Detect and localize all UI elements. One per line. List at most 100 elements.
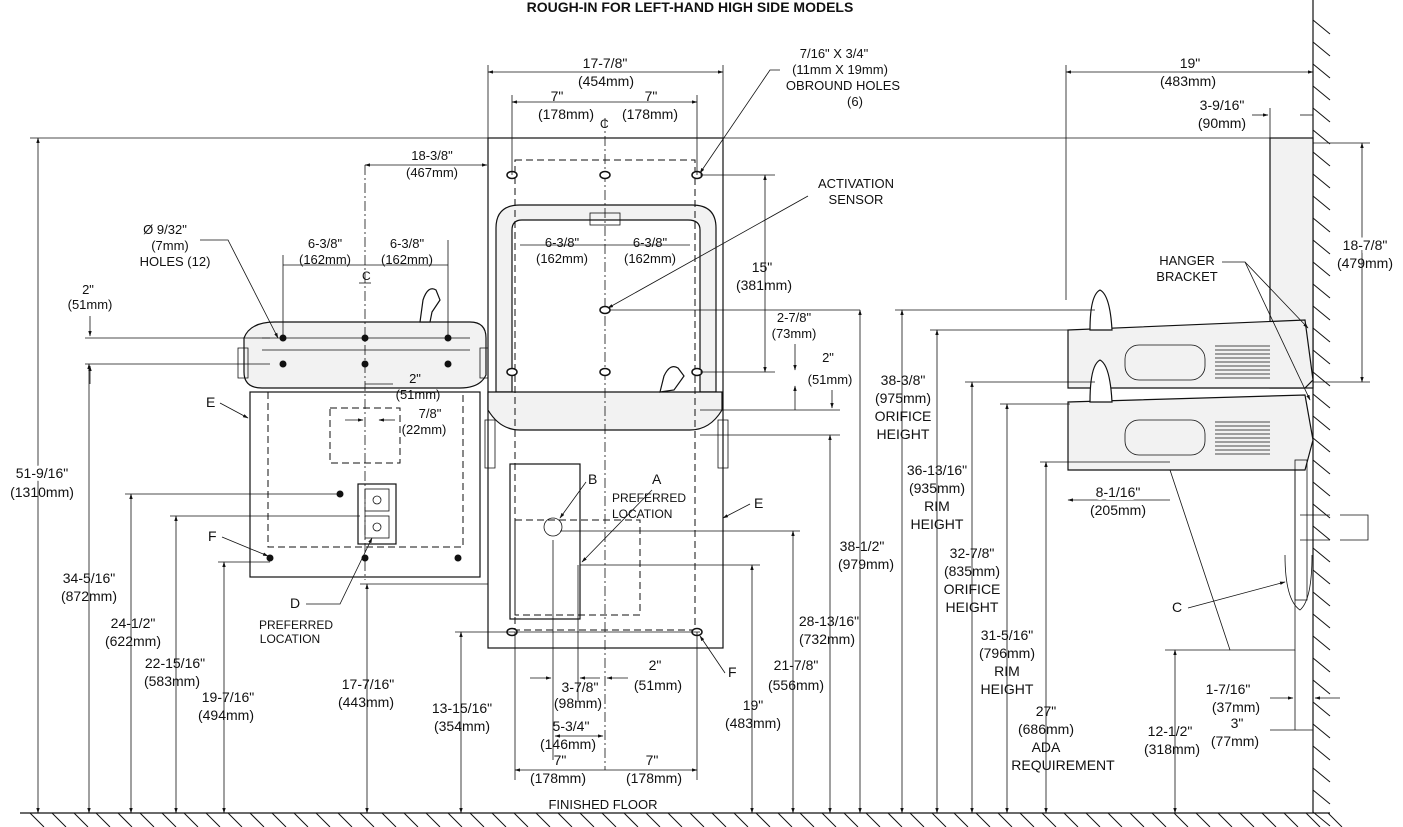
electrical-outlet	[357, 483, 397, 545]
floor-hatch-line	[711, 812, 727, 827]
svg-text:6-3/8": 6-3/8"	[633, 235, 668, 250]
svg-text:E: E	[206, 394, 215, 410]
svg-text:(162mm): (162mm)	[381, 252, 433, 267]
floor-hatch-line	[425, 812, 441, 827]
wall-hatch-line	[1312, 635, 1331, 651]
floor-hatch-line	[183, 812, 199, 827]
svg-text:7": 7"	[645, 88, 658, 104]
svg-text:12-1/2": 12-1/2"	[1148, 723, 1193, 739]
svg-text:17-7/16": 17-7/16"	[342, 676, 394, 692]
floor-hatch-line	[469, 812, 485, 827]
svg-text:38-3/8": 38-3/8"	[881, 372, 926, 388]
svg-text:(556mm): (556mm)	[768, 677, 824, 693]
svg-text:2-7/8": 2-7/8"	[777, 310, 812, 325]
svg-text:REQUIREMENT: REQUIREMENT	[1011, 757, 1115, 773]
svg-text:18-3/8": 18-3/8"	[411, 148, 453, 163]
front-view-right: C 17-7/8" 17-7/8" (454mm) 7" (178mm) 7" …	[432, 46, 900, 814]
floor-hatch-line	[293, 812, 309, 827]
wall-hatch-line	[1312, 195, 1331, 211]
svg-text:(443mm): (443mm)	[338, 694, 394, 710]
floor-hatch-line	[579, 812, 595, 827]
floor-hatch-line	[975, 812, 991, 827]
svg-text:PREFERRED: PREFERRED	[612, 491, 686, 505]
svg-text:(483mm): (483mm)	[1160, 73, 1216, 89]
svg-text:5-3/4": 5-3/4"	[553, 718, 590, 734]
floor-hatch-line	[601, 812, 617, 827]
side-view: 19" 19" (483mm) 3-9/16" (90mm) 18-7/8" 1…	[875, 52, 1393, 814]
wall-hatch-line	[1312, 41, 1331, 57]
svg-text:(454mm): (454mm)	[578, 73, 634, 89]
svg-text:(6): (6)	[847, 94, 863, 109]
floor-hatch-line	[1085, 812, 1101, 827]
svg-text:(77mm): (77mm)	[1211, 733, 1259, 749]
wall-hatch-line	[1312, 415, 1331, 431]
floor-hatch-line	[1261, 812, 1277, 827]
svg-text:17-7/8": 17-7/8"	[583, 55, 628, 71]
wall-hatch-line	[1312, 151, 1331, 167]
svg-text:18-7/8": 18-7/8"	[1343, 237, 1388, 253]
floor-hatch-line	[1129, 812, 1145, 827]
svg-text:(979mm): (979mm)	[838, 556, 894, 572]
floor-hatch-line	[1107, 812, 1123, 827]
floor-hatch-line	[1041, 812, 1057, 827]
wall-hatch-line	[1312, 437, 1331, 453]
svg-text:HEIGHT: HEIGHT	[981, 681, 1034, 697]
wall-hatch-line	[1312, 371, 1331, 387]
svg-text:(73mm): (73mm)	[772, 326, 817, 341]
floor-hatch-line	[1283, 812, 1299, 827]
svg-text:C: C	[362, 269, 371, 283]
wall-hatch-line	[1312, 789, 1331, 805]
svg-text:ACTIVATION: ACTIVATION	[818, 176, 894, 191]
wall-hatch-line	[1312, 393, 1331, 409]
floor-hatch-line	[997, 812, 1013, 827]
svg-text:24-1/2": 24-1/2"	[111, 615, 156, 631]
svg-text:6-3/8": 6-3/8"	[390, 236, 425, 251]
svg-text:19": 19"	[1180, 55, 1201, 71]
svg-text:(162mm): (162mm)	[299, 252, 351, 267]
svg-text:(51mm): (51mm)	[808, 372, 853, 387]
wall-hatch-line	[1312, 547, 1331, 563]
svg-text:31-5/16": 31-5/16"	[981, 627, 1033, 643]
wall-hatch-line	[1312, 481, 1331, 497]
svg-text:19-7/16": 19-7/16"	[202, 689, 254, 705]
svg-text:(975mm): (975mm)	[875, 390, 931, 406]
wall-hatch-line	[1312, 569, 1331, 585]
floor-hatch-line	[513, 812, 529, 827]
svg-text:ORIFICE: ORIFICE	[944, 581, 1001, 597]
svg-text:22-15/16": 22-15/16"	[145, 655, 205, 671]
floor-hatch-line	[667, 812, 683, 827]
mounting-hole	[454, 554, 462, 562]
floor-hatch-line	[315, 812, 331, 827]
svg-text:51-9/16": 51-9/16"	[16, 465, 68, 481]
floor-hatch-line	[249, 812, 265, 827]
svg-text:8-1/16": 8-1/16"	[1096, 484, 1141, 500]
svg-text:38-1/2": 38-1/2"	[840, 538, 885, 554]
floor-hatch-line	[381, 812, 397, 827]
wall-hatch-line	[1312, 679, 1331, 695]
svg-text:(732mm): (732mm)	[799, 631, 855, 647]
svg-text:HEIGHT: HEIGHT	[946, 599, 999, 615]
svg-text:6-3/8": 6-3/8"	[545, 235, 580, 250]
floor-hatch-line	[161, 812, 177, 827]
floor-hatch-line	[535, 812, 551, 827]
floor-hatch-line	[205, 812, 221, 827]
wall-hatch-line	[1312, 745, 1331, 761]
svg-text:RIM: RIM	[924, 498, 950, 514]
svg-text:F: F	[728, 664, 737, 680]
floor-hatch-line	[117, 812, 133, 827]
wall-hatch-line	[1312, 591, 1331, 607]
left-bubbler	[419, 288, 441, 323]
wall-hatch-line	[1312, 85, 1331, 101]
svg-text:(494mm): (494mm)	[198, 707, 254, 723]
svg-text:(178mm): (178mm)	[538, 106, 594, 122]
svg-text:(162mm): (162mm)	[536, 251, 588, 266]
svg-text:28-13/16": 28-13/16"	[799, 613, 859, 629]
svg-text:A: A	[652, 471, 662, 487]
svg-text:(51mm): (51mm)	[634, 677, 682, 693]
floor-hatch-line	[733, 812, 749, 827]
floor-hatch-line	[1239, 812, 1255, 827]
floor-hatch-line	[271, 812, 287, 827]
drawing-title: ROUGH-IN FOR LEFT-HAND HIGH SIDE MODELS	[527, 0, 854, 15]
svg-text:D: D	[290, 595, 300, 611]
